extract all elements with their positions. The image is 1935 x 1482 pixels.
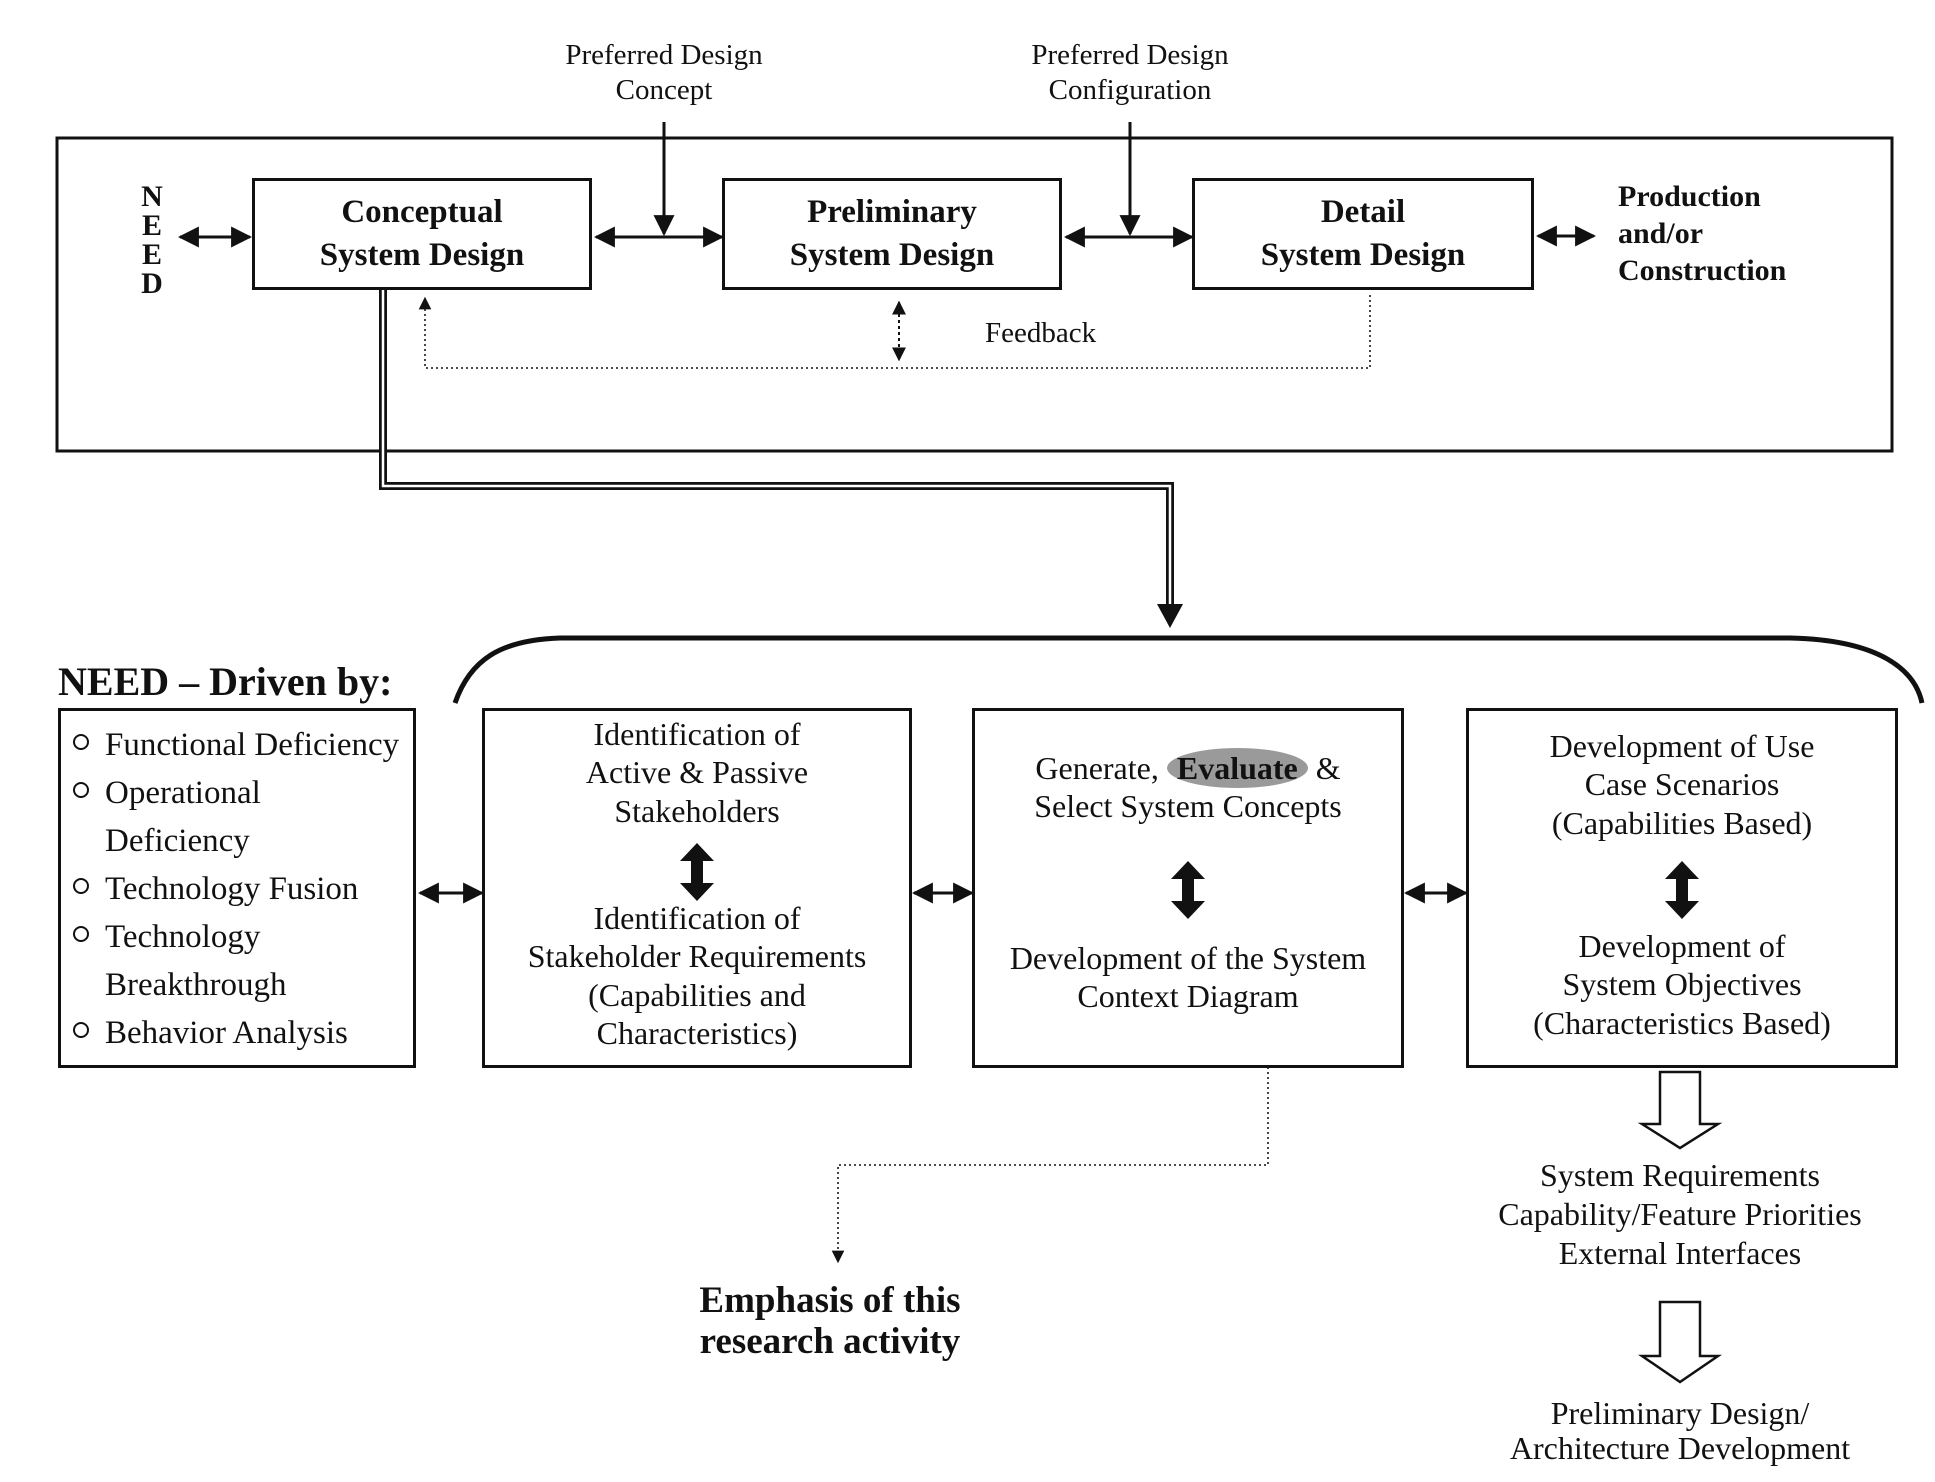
concepts-bottom-text: Development of the System Context Diagra… <box>975 939 1401 1016</box>
concepts-bottom-line-1: Development of the System <box>1009 940 1367 976</box>
requirements-line-1: System Requirements <box>1540 1157 1820 1193</box>
preliminary-output-line-2: Architecture Development <box>1509 1430 1851 1467</box>
stakeholders-top-line-2: Active & Passive <box>585 754 809 791</box>
drilldown-connector-inner <box>381 290 1172 614</box>
drilldown-arrowhead <box>1157 604 1183 628</box>
list-item-text: Behavior Analysis <box>105 1015 348 1051</box>
usecases-top-line-1: Development of Use <box>1549 728 1815 764</box>
production-line-2: and/or <box>1618 217 1704 250</box>
feedback-loop <box>418 295 1371 369</box>
usecases-bottom-line-1: Development of <box>1578 928 1786 964</box>
list-item-text: Deficiency <box>105 823 250 859</box>
preferred-concept-line-2: Concept <box>615 74 713 107</box>
preferred-design-configuration-label: Preferred Design Configuration <box>1010 38 1250 109</box>
stakeholders-top-text: Identification of Active & Passive Stake… <box>485 715 909 830</box>
concepts-bottom-line-2: Context Diagram <box>1077 978 1299 1015</box>
bullet-icon <box>73 734 89 750</box>
preliminary-output-line-1: Preliminary Design/ <box>1550 1395 1810 1431</box>
stakeholders-bottom-line-2: Stakeholder Requirements <box>527 938 867 975</box>
concepts-top-line-2: Select System Concepts <box>1034 788 1342 825</box>
process-frame <box>55 136 1894 453</box>
preferred-design-concept-label: Preferred Design Concept <box>544 38 784 109</box>
evaluate-highlight: Evaluate <box>1166 748 1308 788</box>
bullet-icon <box>73 926 89 942</box>
usecases-bottom-line-3: (Characteristics Based) <box>1533 1004 1831 1041</box>
preferred-configuration-line-2: Configuration <box>1048 74 1212 107</box>
concepts-suffix: & <box>1315 750 1341 786</box>
concepts-top-text: Generate, Evaluate & Select System Conce… <box>975 748 1401 826</box>
production-line-1: Production <box>1618 180 1761 213</box>
activity-brace <box>452 635 1925 704</box>
emphasis-line-2: research activity <box>699 1321 961 1362</box>
feedback-label: Feedback <box>985 317 1097 349</box>
double-arrow-icon <box>680 843 714 901</box>
bullet-icon <box>73 1022 89 1038</box>
usecases-top-text: Development of Use Case Scenarios (Capab… <box>1469 727 1895 842</box>
requirements-line-2: Capability/Feature Priorities <box>1498 1196 1862 1233</box>
conceptual-line-2: System Design <box>319 237 525 273</box>
production-label: Production and/or Construction <box>1618 178 1786 289</box>
list-item: Technology Fusion <box>61 865 413 913</box>
requirements-output-label: System Requirements Capability/Feature P… <box>1460 1156 1900 1273</box>
list-item-text: Technology <box>105 919 261 955</box>
list-item: Behavior Analysis <box>61 1009 413 1057</box>
preliminary-line-2: System Design <box>789 237 995 273</box>
need-letter: E <box>141 209 162 242</box>
preferred-configuration-line-1: Preferred Design <box>1031 39 1229 71</box>
list-item-text: Functional Deficiency <box>105 727 400 763</box>
list-item-text: Technology Fusion <box>105 871 359 907</box>
use-case-box[interactable]: Development of Use Case Scenarios (Capab… <box>1466 708 1898 1068</box>
emphasis-line-1: Emphasis of this <box>699 1280 961 1321</box>
double-arrow-icon <box>1171 861 1205 919</box>
stakeholders-bottom-line-4: Characteristics) <box>596 1015 798 1052</box>
preferred-concept-line-1: Preferred Design <box>565 39 763 71</box>
stakeholders-box[interactable]: Identification of Active & Passive Stake… <box>482 708 912 1068</box>
list-item-text: Breakthrough <box>105 967 287 1003</box>
preliminary-output-label: Preliminary Design/ Architecture Develop… <box>1460 1395 1900 1467</box>
list-item: Functional Deficiency <box>61 721 413 769</box>
concepts-top-line-1: Generate, Evaluate & <box>975 748 1401 788</box>
bullet-icon <box>73 782 89 798</box>
detail-line-1: Detail <box>1320 194 1406 231</box>
list-item-text: Operational <box>105 775 261 811</box>
production-line-3: Construction <box>1618 254 1787 287</box>
need-letter: D <box>141 267 163 300</box>
usecases-bottom-line-2: System Objectives <box>1562 966 1802 1003</box>
stakeholders-bottom-text: Identification of Stakeholder Requiremen… <box>485 899 909 1053</box>
need-letter: N <box>141 180 163 213</box>
requirements-line-3: External Interfaces <box>1558 1235 1802 1272</box>
stakeholders-top-line-1: Identification of <box>593 716 801 752</box>
usecases-bottom-text: Development of System Objectives (Charac… <box>1469 927 1895 1042</box>
detail-system-design-box[interactable]: Detail System Design <box>1192 178 1534 290</box>
preliminary-system-design-box[interactable]: Preliminary System Design <box>722 178 1062 290</box>
conceptual-system-design-box[interactable]: Conceptual System Design <box>252 178 592 290</box>
need-letter: E <box>141 238 162 271</box>
system-concepts-box[interactable]: Generate, Evaluate & Select System Conce… <box>972 708 1404 1068</box>
output-arrow-preliminary <box>1637 1300 1723 1384</box>
output-arrow-requirements <box>1637 1070 1723 1150</box>
preliminary-line-1: Preliminary <box>807 194 977 231</box>
double-arrow-icon <box>1665 861 1699 919</box>
bullet-icon <box>73 878 89 894</box>
stakeholders-top-line-3: Stakeholders <box>614 792 780 829</box>
conceptual-line-1: Conceptual <box>341 194 503 231</box>
concepts-prefix: Generate, <box>1035 750 1159 786</box>
emphasis-label: Emphasis of this research activity <box>660 1280 1000 1362</box>
usecases-top-line-2: Case Scenarios <box>1584 766 1780 803</box>
need-vertical-label: N E E D <box>138 180 166 300</box>
stakeholders-bottom-line-3: (Capabilities and <box>588 976 806 1013</box>
usecases-top-line-3: (Capabilities Based) <box>1551 804 1813 841</box>
need-driven-title: NEED – Driven by: <box>58 659 393 704</box>
stakeholders-bottom-line-1: Identification of <box>593 900 801 936</box>
detail-line-2: System Design <box>1260 237 1466 273</box>
